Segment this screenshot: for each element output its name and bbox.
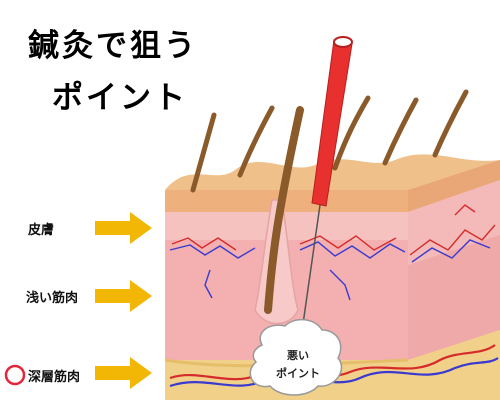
epidermis-side — [408, 160, 500, 212]
title-line-2: ポイント — [52, 80, 188, 116]
arrow-skin — [95, 212, 152, 244]
dermis-side — [408, 180, 500, 265]
arrow-shallow-muscle — [95, 280, 152, 312]
acupuncture-needle — [299, 36, 353, 346]
hairs — [190, 89, 469, 193]
hair-shaft — [264, 106, 304, 314]
circle-marker — [4, 364, 26, 386]
label-skin: 皮膚 — [28, 223, 55, 238]
title-line-1: 鍼灸で狙う — [28, 28, 198, 64]
muscle-side — [408, 235, 500, 360]
skin-top-surface — [165, 154, 500, 190]
label-deep-muscle: 深層筋肉 — [28, 370, 81, 385]
blood-vessels — [169, 204, 496, 301]
bubble-text-line-1: 悪い — [287, 349, 309, 362]
arrow-deep-muscle — [95, 357, 152, 389]
arrows — [95, 212, 152, 389]
label-shallow-muscle: 浅い筋肉 — [26, 291, 79, 306]
epidermis-layer — [165, 190, 408, 212]
deep-vessels — [169, 344, 499, 388]
bubble-text-line-2: ポイント — [276, 367, 320, 380]
bad-point-bubble — [249, 318, 343, 396]
